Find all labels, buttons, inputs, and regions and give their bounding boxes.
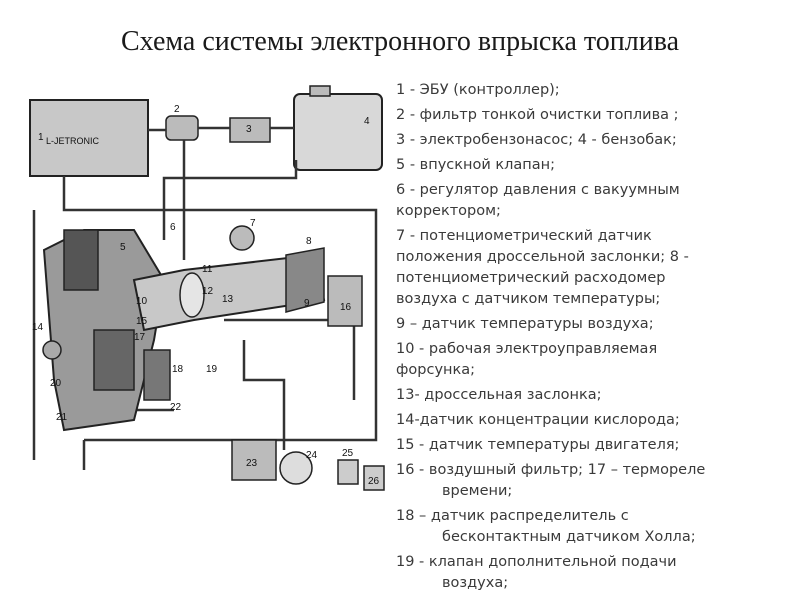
legend-text: 7 - потенциометрический датчик [396,228,652,244]
legend-item: 9 – датчик температуры воздуха; [396,314,788,335]
legend-item: 3 - электробензонасос; 4 - бензобак; [396,130,788,151]
legend-text: 16 - воздушный фильтр; 17 – термореле [396,462,706,478]
fuel-filter [165,115,199,141]
legend-text: потенциометрический расходомер [396,270,666,286]
legend-item: 2 - фильтр тонкой очистки топлива ; [396,105,788,126]
legend-text: 10 - рабочая электроуправляемая [396,341,658,357]
legend-list: 1 - ЭБУ (контроллер); 2 - фильтр тонкой … [396,80,788,598]
legend-text: 18 – датчик распределитель с [396,508,629,524]
callout-10: 10 [136,296,148,307]
legend-text: положения дроссельной заслонки; 8 - [396,249,689,265]
callout-14: 14 [32,322,44,333]
callout-21: 21 [56,412,68,423]
callout-11: 11 [202,264,213,275]
fuel-tank [293,85,383,171]
air-flow-meter [285,247,363,327]
callout-23: 23 [246,458,258,469]
legend-item: 14-датчик концентрации кислорода; [396,410,788,431]
ignition-switch [279,451,313,485]
callout-4: 4 [364,116,370,127]
relay-26 [363,465,385,491]
legend-text: времени; [442,483,513,499]
distributor [143,349,171,401]
callout-9: 9 [304,298,310,309]
legend-item: 5 - впускной клапан; [396,155,788,176]
intake-manifold [132,253,326,332]
legend-text: 14-датчик концентрации кислорода; [396,412,680,428]
callout-18: 18 [172,364,184,375]
legend-text: форсунка; [396,362,476,378]
callout-3: 3 [246,124,252,135]
fuel-injection-diagram: L-JETRONIC [24,80,388,510]
callout-8: 8 [306,236,312,247]
callout-numbers: 4 2 3 5 6 7 8 9 10 11 12 13 14 15 16 17 … [32,104,380,487]
callout-5: 5 [120,242,126,253]
legend-item: 1 - ЭБУ (контроллер); [396,80,788,101]
throttle-sensor [229,225,255,251]
legend-item: 15 - датчик температуры двигателя; [396,435,788,456]
legend-item: 16 - воздушный фильтр; 17 – термореле вре… [396,460,788,502]
callout-25: 25 [342,448,354,459]
legend-text: 19 - клапан дополнительной подачи [396,554,677,570]
relay-25 [337,459,359,485]
callout-19: 19 [206,364,218,375]
battery [231,439,277,481]
legend-item: 7 - потенциометрический датчик положения … [396,226,788,310]
callout-22: 22 [170,402,182,413]
legend-text: корректором; [396,203,501,219]
legend-item: 6 - регулятор давления с вакуумным коррек… [396,180,788,222]
legend-text: 9 – датчик температуры воздуха; [396,316,654,332]
fuel-pump [229,117,271,143]
legend-text: воздуха; [442,575,509,591]
legend-text: 6 - регулятор давления с вакуумным [396,182,680,198]
callout-7: 7 [250,218,256,229]
oxygen-sensor [42,340,62,360]
callout-26: 26 [368,476,380,487]
callout-20: 20 [50,378,62,389]
legend-text: воздуха с датчиком температуры; [396,291,661,307]
legend-text: 1 - ЭБУ (контроллер); [396,82,560,98]
legend-text: 15 - датчик температуры двигателя; [396,437,680,453]
callout-17: 17 [134,332,146,343]
callout-15: 15 [136,316,148,327]
callout-2: 2 [174,104,180,115]
callout-16: 16 [340,302,352,313]
ecu-block: L-JETRONIC [29,99,149,177]
ecu-label: L-JETRONIC [46,136,100,146]
callout-12: 12 [202,286,214,297]
legend-item: 13- дроссельная заслонка; [396,385,788,406]
legend-item: 18 – датчик распределитель с бесконтактны… [396,506,788,548]
legend-item: 19 - клапан дополнительной подачи воздуха… [396,552,788,594]
legend-text: бесконтактным датчиком Холла; [442,529,696,545]
callout-13: 13 [222,294,234,305]
callout-24: 24 [306,450,318,461]
legend-item: 10 - рабочая электроуправляемая форсунка; [396,339,788,381]
legend-text: 5 - впускной клапан; [396,157,556,173]
legend-text: 3 - электробензонасос; 4 - бензобак; [396,132,677,148]
callout-1: 1 [38,132,44,143]
page-title: Схема системы электронного впрыска топли… [120,26,680,57]
callout-6: 6 [170,222,176,233]
legend-text: 2 - фильтр тонкой очистки топлива ; [396,107,679,123]
legend-text: 13- дроссельная заслонка; [396,387,602,403]
